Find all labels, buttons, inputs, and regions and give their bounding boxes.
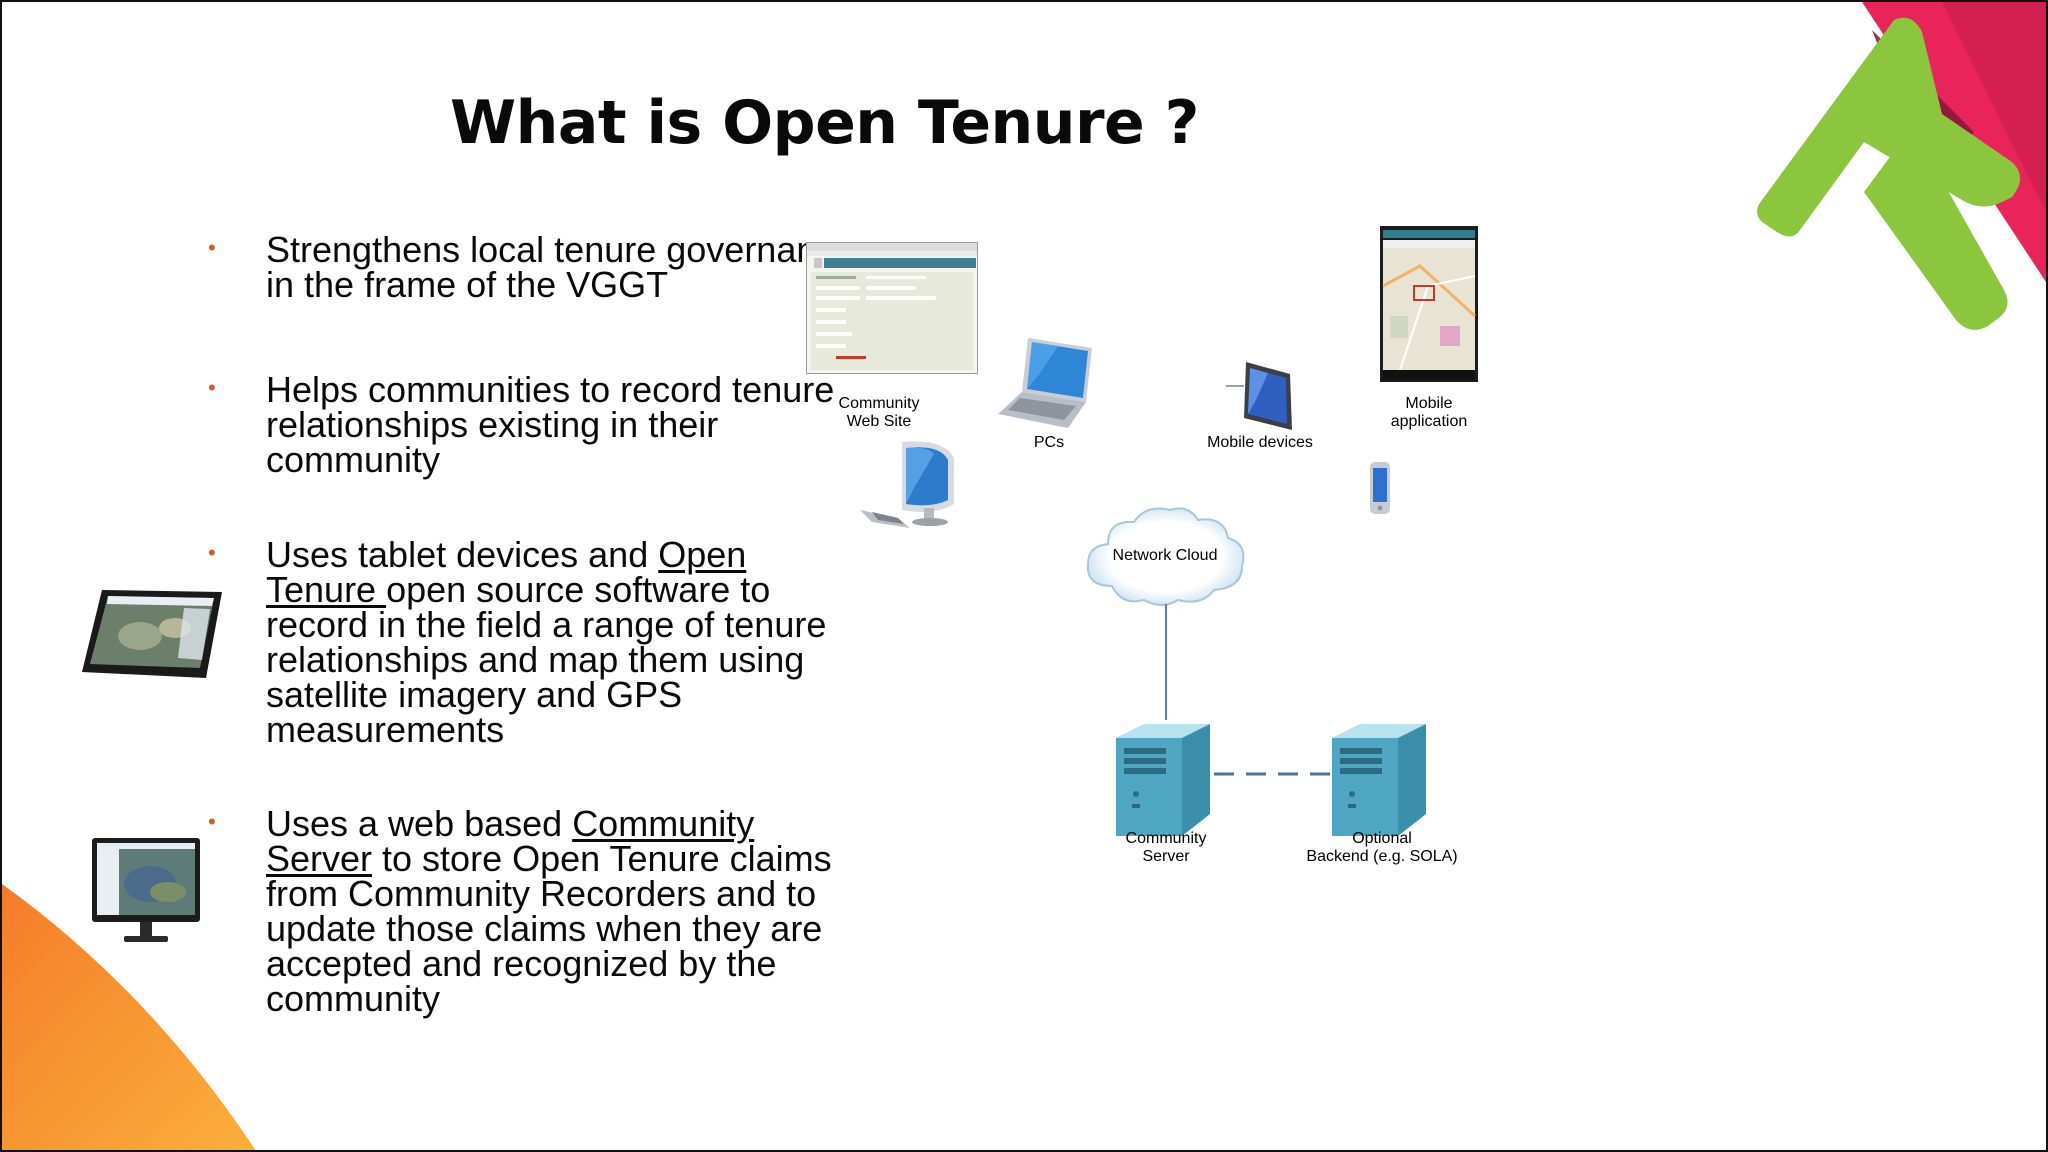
decorative-arrow-top-right xyxy=(1757,2,2046,330)
tablet-icon xyxy=(82,590,222,678)
bullet-3-pre: Uses tablet devices and xyxy=(266,534,659,575)
optional-backend-label: Optional Backend (e.g. SOLA) xyxy=(1306,830,1458,865)
mobile-devices-label: Mobile devices xyxy=(1207,434,1313,451)
bullet-3-post: open source software to record in the fi… xyxy=(266,569,827,750)
cloud-icon xyxy=(1086,507,1245,606)
slide-title: What is Open Tenure ? xyxy=(450,88,1199,158)
bullet-dot: • xyxy=(208,235,216,260)
phone-icon xyxy=(1370,462,1390,514)
community-server-link[interactable]: Community Server xyxy=(266,803,755,879)
mobile-application-label: Mobile application xyxy=(1390,395,1468,430)
bullet-dot: • xyxy=(208,809,216,834)
connector-lines xyxy=(1165,604,1334,776)
community-web-site-icon xyxy=(806,242,978,374)
bullet-dot: • xyxy=(208,375,216,400)
pcs-label: PCs xyxy=(1033,434,1065,451)
laptop-icon xyxy=(998,338,1092,428)
bullet-1-text: Strengthens local tenure governance in t… xyxy=(266,229,855,305)
bullet-3: • Uses tablet devices and Open Tenure op… xyxy=(208,534,856,750)
community-web-site-label: Community Web Site xyxy=(838,395,920,430)
server-icon xyxy=(1332,724,1426,836)
community-server-icon xyxy=(1116,724,1210,836)
bullet-4-post: to store Open Tenure claims from Communi… xyxy=(266,838,832,1019)
mobile-application-icon xyxy=(1380,226,1478,382)
bullet-4-pre: Uses a web based xyxy=(266,803,573,844)
bullet-dot: • xyxy=(208,540,216,565)
monitor-icon xyxy=(92,838,200,942)
community-server-label: Community Server xyxy=(1125,830,1207,865)
bullet-2-text: Helps communities to record tenure relat… xyxy=(266,369,835,480)
mobile-devices-icon xyxy=(1226,362,1292,430)
open-tenure-link[interactable]: Open Tenure xyxy=(266,534,747,610)
network-cloud-label: Network Cloud xyxy=(1112,547,1218,564)
bullet-2: • Helps communities to record tenure rel… xyxy=(208,369,856,480)
decorative-orange-corner xyxy=(2,884,256,1150)
bullet-4: • Uses a web based Community Server to s… xyxy=(208,803,856,1019)
bullet-1: • Strengthens local tenure governance in… xyxy=(208,229,856,305)
desktop-pc-icon xyxy=(860,441,954,528)
